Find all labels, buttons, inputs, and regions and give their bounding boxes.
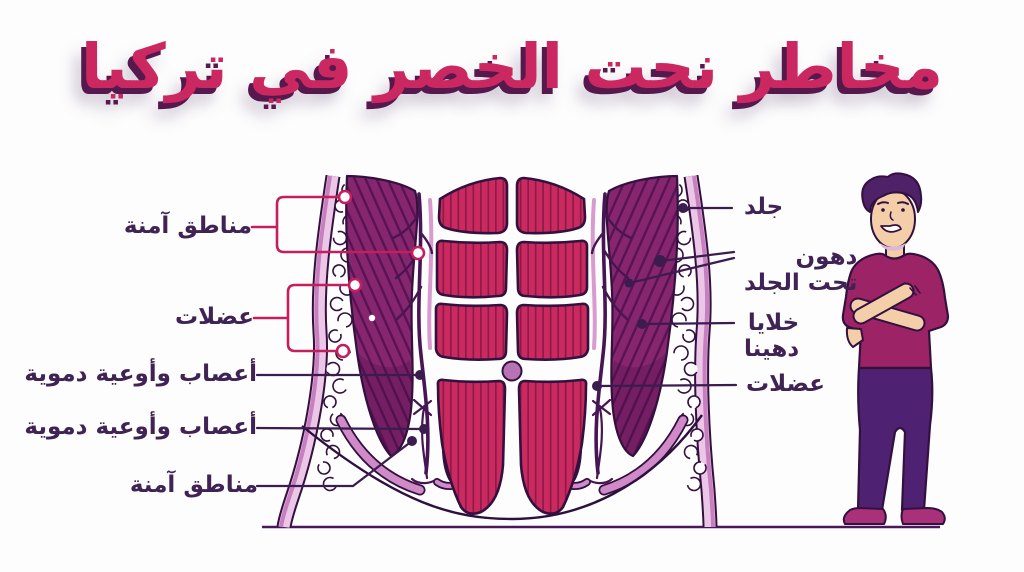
man-shoe-right	[900, 507, 946, 525]
rectus-abdominis-left	[434, 176, 509, 515]
label-safe-areas-bottom: مناطق آمنة	[129, 472, 258, 498]
connector-safe-areas-bottom	[255, 439, 414, 488]
connector-safe-areas-top	[250, 189, 426, 261]
label-fat-cells-line2: دهينا	[744, 336, 800, 362]
label-muscles-right: عضلات	[746, 371, 825, 397]
man-illustration	[841, 172, 950, 525]
label-fat-cells: خلايا دهينا	[744, 310, 799, 362]
label-skin: جلد	[744, 194, 784, 220]
label-nerves-vessels-2: أعصاب وأوعية دموية	[24, 414, 257, 440]
label-subcutaneous-fat: دهون تحت الجلد	[744, 244, 857, 296]
connector-fat-cells	[641, 321, 736, 326]
label-safe-areas-top: مناطق آمنة	[123, 213, 252, 239]
pelvis-line	[301, 414, 703, 521]
connector-lines-dark	[255, 203, 738, 488]
man-pants	[856, 366, 934, 512]
connector-subcutaneous-fat	[628, 250, 736, 285]
man-eye-right	[901, 208, 905, 212]
label-subcutaneous-fat-line1: دهون	[795, 244, 858, 270]
oblique-muscle	[345, 174, 419, 458]
connector-muscles-right	[596, 383, 738, 388]
skin-layer-left	[276, 174, 341, 529]
man-crossed-arms	[849, 282, 926, 332]
label-fat-cells-line1: خلايا	[747, 310, 800, 336]
man-smile	[880, 224, 902, 233]
label-subcutaneous-fat-line2: تحت الجلد	[744, 270, 858, 296]
man-upper-arm-skin	[845, 327, 864, 348]
man-eye-left	[881, 208, 885, 212]
man-face-features	[877, 201, 909, 221]
label-nerves-vessels-1: أعصاب وأوعية دموية	[24, 361, 257, 387]
connector-nerves-2	[255, 426, 426, 431]
rectus-abdominis-right	[515, 176, 590, 515]
label-muscles-left: عضلات	[175, 304, 254, 330]
connector-muscles-left	[252, 277, 376, 359]
skin-layer-right	[683, 174, 718, 528]
man-chin-shade	[880, 243, 906, 251]
man-hair	[861, 172, 923, 213]
navel	[501, 360, 523, 382]
man-shoe-left	[842, 507, 887, 525]
page-title: مخاطر نحت الخصر في تركيا	[81, 30, 943, 103]
